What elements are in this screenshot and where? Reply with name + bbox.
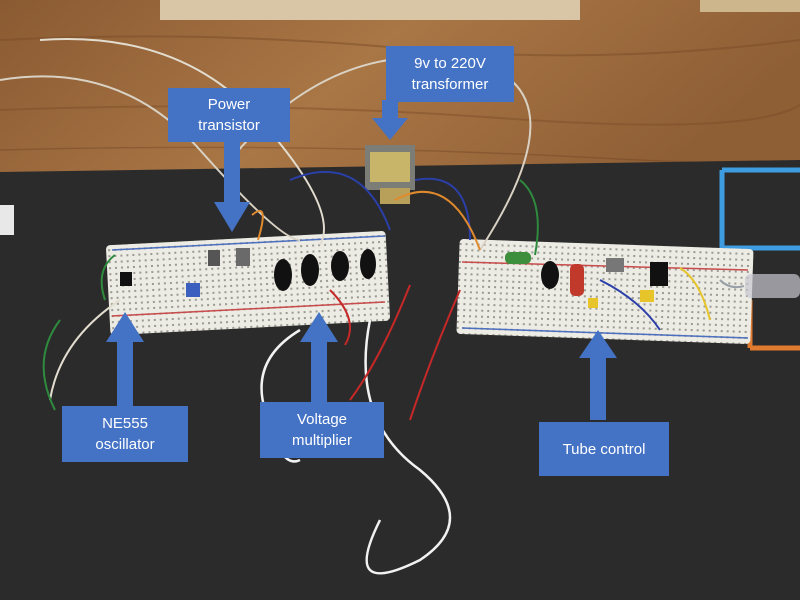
power-transistor-label: Power transistor [168,88,290,142]
voltage-multiplier-label: Voltage multiplier [260,402,384,458]
ne555-label: NE555 oscillator [62,406,188,462]
transformer-label-line2: transformer [411,76,489,93]
transformer-label-line1: 9v to 220V [414,55,486,72]
power-transistor-label-line1: Power [207,96,251,113]
ne555-label-line1: NE555 [102,415,148,432]
power-transistor-label-line2: transistor [198,117,260,134]
voltage-multiplier-label-line2: multiplier [291,432,352,449]
ne555-label-line2: oscillator [95,436,155,453]
annotation-arrows [106,100,617,420]
transformer [365,145,415,204]
tube-control-label: Tube control [539,422,669,476]
right-breadboard [456,239,754,344]
left-breadboard [106,230,390,336]
voltage-multiplier-label-line1: Voltage [296,411,348,428]
transformer-label: 9v to 220V transformer [386,46,514,102]
tube-control-label-line1: Tube control [562,440,646,458]
capacitors [274,249,668,308]
wooden-box [160,0,580,20]
